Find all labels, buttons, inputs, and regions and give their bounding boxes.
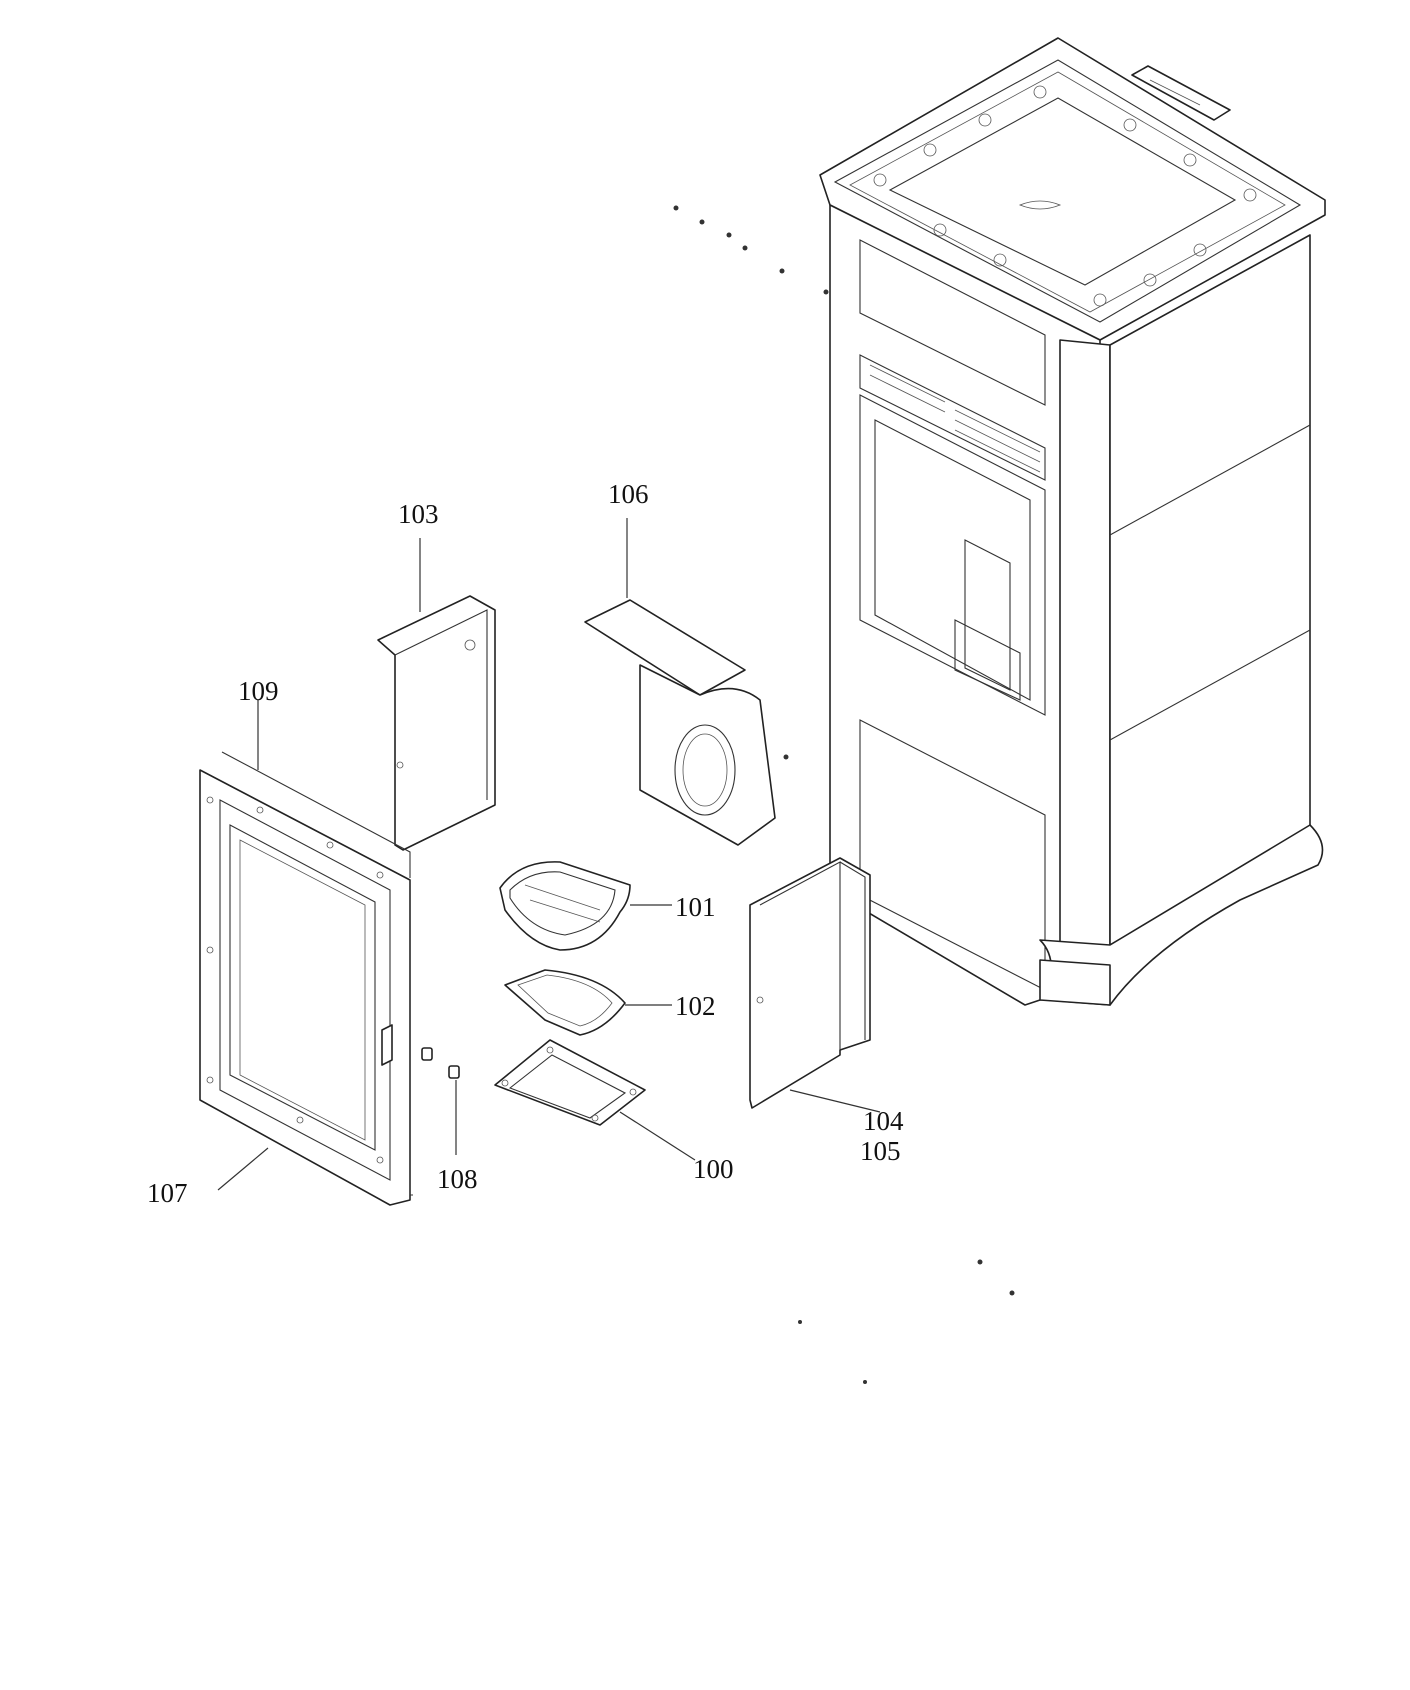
part-106-baffle xyxy=(584,518,776,846)
vent-grille xyxy=(859,354,1046,481)
stove-body xyxy=(819,37,1326,1006)
callout-109: 109 xyxy=(238,676,279,706)
callout-105: 105 xyxy=(860,1136,901,1166)
callout-104: 104 xyxy=(863,1106,904,1136)
callout-labels: 103 106 109 101 102 104 105 100 108 107 xyxy=(147,479,904,1208)
control-panel xyxy=(1131,65,1231,121)
part-102-gasket xyxy=(504,969,672,1036)
firebox-opening xyxy=(859,394,1046,716)
part-104-105-side-panel xyxy=(749,857,881,1113)
part-101-burn-pot xyxy=(499,861,672,951)
callout-107: 107 xyxy=(147,1178,188,1208)
callout-102: 102 xyxy=(675,991,716,1021)
callout-100: 100 xyxy=(693,1154,734,1184)
callout-103: 103 xyxy=(398,499,439,529)
callout-106: 106 xyxy=(608,479,649,509)
part-100-base-plate xyxy=(494,1039,696,1161)
part-103-side-panel xyxy=(377,538,496,851)
scattered-screws xyxy=(673,205,1015,1384)
part-108-screws xyxy=(421,1047,460,1155)
callout-101: 101 xyxy=(675,892,716,922)
top-grille-ring xyxy=(849,71,1286,313)
part-107-door-frame xyxy=(199,769,413,1206)
callout-108: 108 xyxy=(437,1164,478,1194)
part-109-gasket xyxy=(221,700,411,878)
